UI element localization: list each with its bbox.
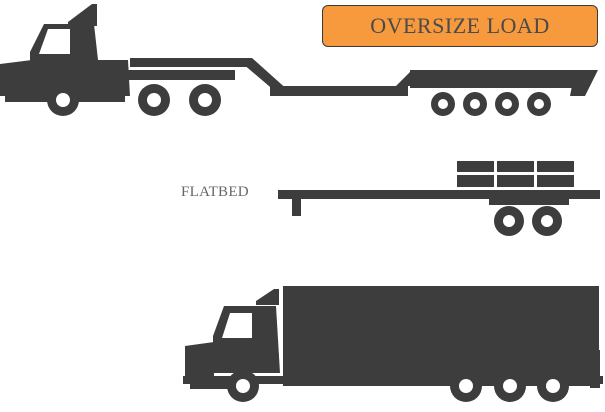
oversize-load-banner: OVERSIZE LOAD <box>322 5 598 47</box>
flatbed-label: FLATBED <box>181 184 249 200</box>
cargo-stack <box>457 161 574 187</box>
flatbed-wheels <box>494 206 562 236</box>
box-truck-icon <box>183 286 603 402</box>
flatbed-trailer-icon <box>278 161 600 236</box>
lowboy-wheels <box>47 84 551 116</box>
lowboy-truck-icon <box>0 4 598 116</box>
box-truck-wheels <box>227 370 569 402</box>
